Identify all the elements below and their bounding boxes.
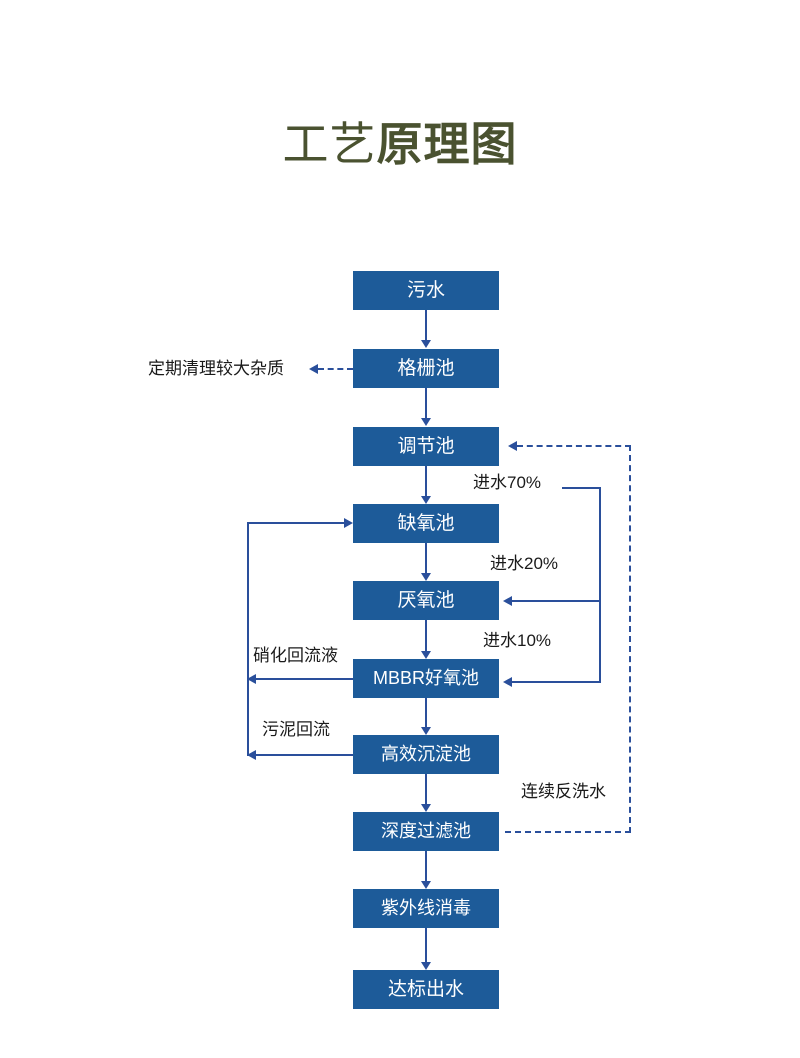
connector-grille-regulating xyxy=(425,388,427,418)
connector-anaerobic-mbbr xyxy=(425,620,427,651)
node-uv[interactable]: 紫外线消毒 xyxy=(353,889,499,928)
arrowhead-mbbr-sediment xyxy=(421,727,431,735)
node-outflow[interactable]: 达标出水 xyxy=(353,970,499,1009)
connector-influent-riser xyxy=(599,487,601,683)
node-mbbr[interactable]: MBBR好氧池 xyxy=(353,659,499,698)
arrowhead-grit-removal xyxy=(309,364,318,374)
arrowhead-influent-10 xyxy=(503,677,512,687)
label-nitrify-return: 硝化回流液 xyxy=(253,646,338,665)
node-filter[interactable]: 深度过滤池 xyxy=(353,812,499,851)
connector-sludge-return xyxy=(256,754,353,756)
arrowhead-return-into-anoxic xyxy=(344,518,353,528)
connector-return-into-anoxic xyxy=(247,522,344,524)
node-anaerobic[interactable]: 厌氧池 xyxy=(353,581,499,620)
arrowhead-filter-uv xyxy=(421,881,431,889)
node-sediment[interactable]: 高效沉淀池 xyxy=(353,735,499,774)
arrowhead-anaerobic-mbbr xyxy=(421,651,431,659)
connector-return-riser xyxy=(247,522,249,756)
connector-anoxic-anaerobic xyxy=(425,543,427,573)
node-grille[interactable]: 格栅池 xyxy=(353,349,499,388)
node-regulating[interactable]: 调节池 xyxy=(353,427,499,466)
connector-influent-10 xyxy=(512,681,601,683)
arrowhead-anoxic-anaerobic xyxy=(421,573,431,581)
connector-sediment-filter xyxy=(425,774,427,804)
connector-grit-removal xyxy=(318,368,353,370)
arrowhead-inflow-grille xyxy=(421,340,431,348)
connector-backwash-top xyxy=(517,445,631,447)
connector-backwash-bottom xyxy=(505,831,631,833)
arrowhead-nitrify-return xyxy=(247,674,256,684)
connector-nitrify-return xyxy=(256,678,353,680)
label-influent-70: 进水70% xyxy=(473,473,542,492)
connector-influent-20 xyxy=(512,600,601,602)
label-influent-20: 进水20% xyxy=(490,554,559,573)
page-title: 工艺原理图 xyxy=(0,116,800,172)
page-title-light: 工艺 xyxy=(282,118,377,170)
arrowhead-backwash-into-regulating xyxy=(508,441,517,451)
connector-regulating-anoxic xyxy=(425,466,427,496)
arrowhead-grille-regulating xyxy=(421,418,431,426)
label-grit-removal: 定期清理较大杂质 xyxy=(148,359,284,378)
label-influent-10: 进水10% xyxy=(483,631,552,650)
arrowhead-sediment-filter xyxy=(421,804,431,812)
page-title-bold: 原理图 xyxy=(376,118,518,170)
arrowhead-sludge-return xyxy=(247,750,256,760)
label-backwash-water: 连续反洗水 xyxy=(521,782,606,801)
label-sludge-return: 污泥回流 xyxy=(262,720,330,739)
connector-backwash-riser xyxy=(629,445,631,833)
connector-uv-outflow xyxy=(425,928,427,962)
arrowhead-influent-20 xyxy=(503,596,512,606)
node-anoxic[interactable]: 缺氧池 xyxy=(353,504,499,543)
connector-inflow-grille xyxy=(425,310,427,340)
arrowhead-uv-outflow xyxy=(421,962,431,970)
arrowhead-regulating-anoxic xyxy=(421,496,431,504)
connector-mbbr-sediment xyxy=(425,698,427,727)
connector-influent-70-head xyxy=(562,487,601,489)
node-inflow[interactable]: 污水 xyxy=(353,271,499,310)
connector-filter-uv xyxy=(425,851,427,881)
